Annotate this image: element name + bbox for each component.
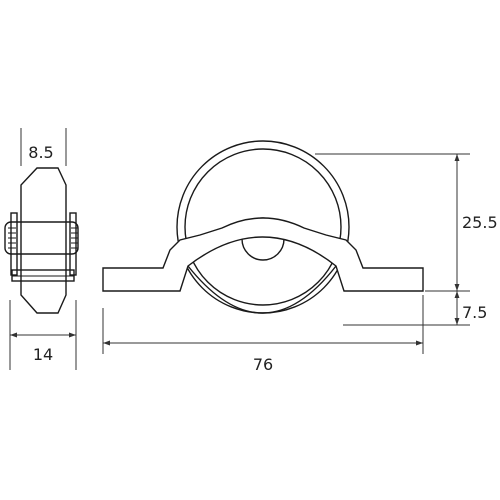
dim-label-front-height: 25.5 bbox=[462, 213, 498, 232]
dim-label-side-top: 8.5 bbox=[28, 143, 53, 162]
dim-label-front-drop: 7.5 bbox=[462, 303, 487, 322]
side-plate-left bbox=[10, 212, 18, 276]
dim-label-side-base: 14 bbox=[33, 345, 53, 364]
dim-side-base bbox=[9, 300, 77, 370]
side-wheel-body bbox=[20, 167, 67, 314]
side-hub-knurl bbox=[8, 227, 78, 249]
dim-front-height bbox=[315, 153, 470, 326]
dim-side-top bbox=[20, 128, 67, 166]
front-view bbox=[102, 140, 424, 314]
front-wheel-inner bbox=[184, 148, 342, 306]
dim-label-front-width: 76 bbox=[253, 355, 273, 374]
front-housing bbox=[102, 217, 424, 292]
side-view bbox=[4, 167, 79, 314]
side-plate-right bbox=[69, 212, 77, 276]
front-wheel-lower-arc bbox=[187, 265, 337, 314]
